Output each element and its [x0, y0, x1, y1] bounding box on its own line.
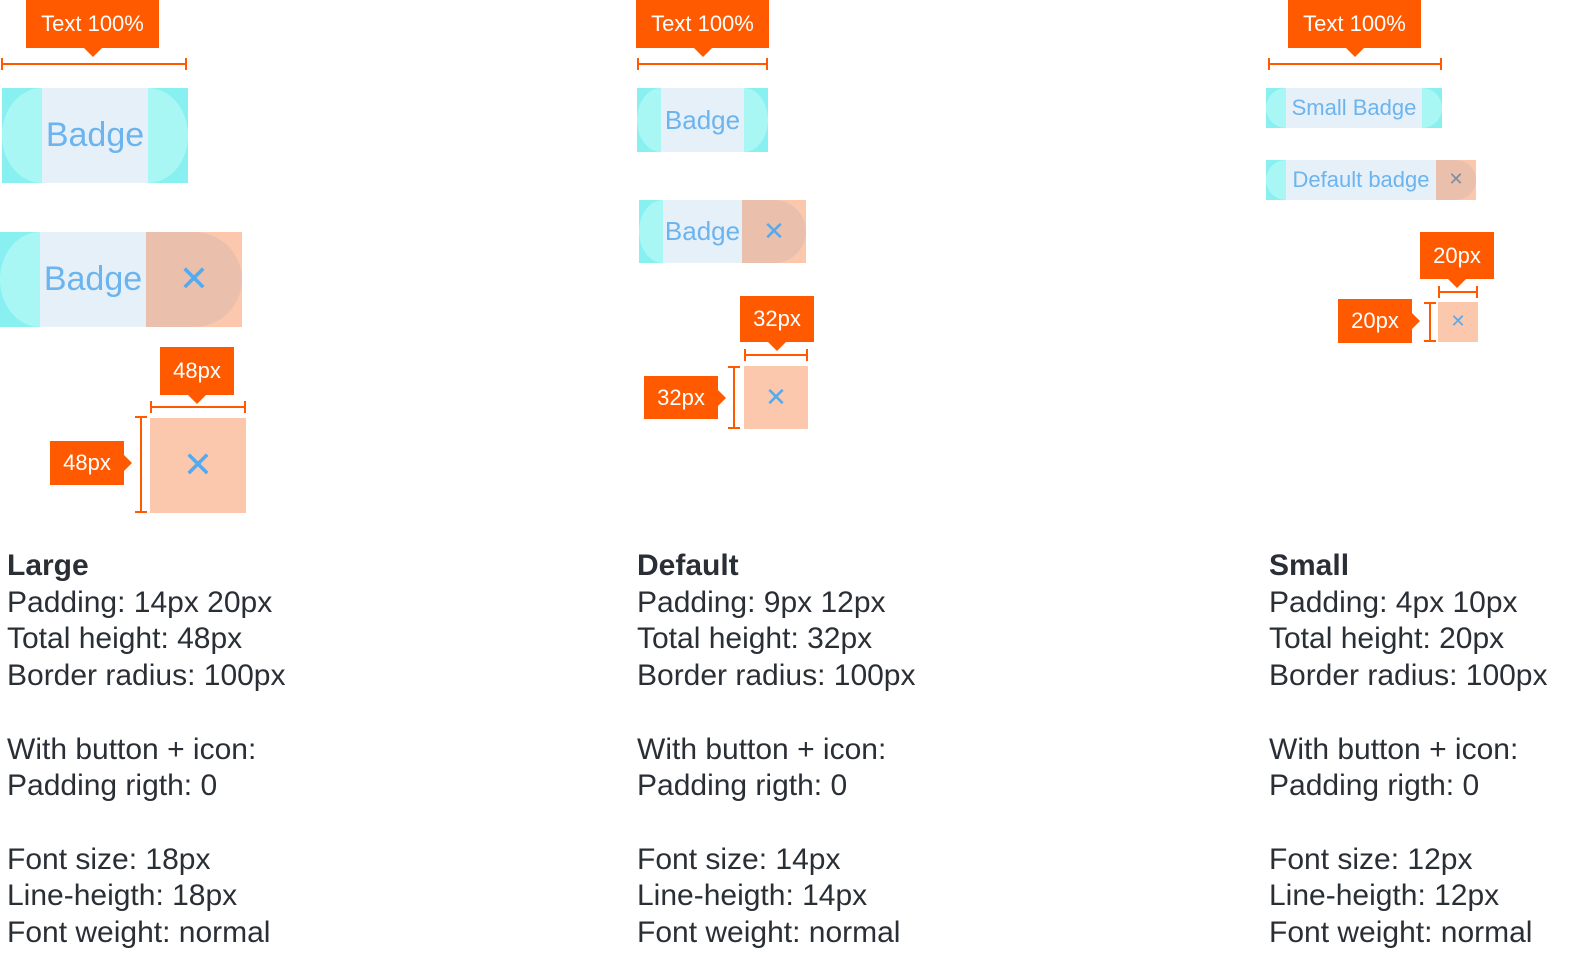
badge-label: Default badge [1286, 160, 1436, 200]
spec-padding-right: Padding rigth: 0 [1269, 769, 1480, 803]
close-icon: ✕ [765, 382, 787, 413]
close-button-sample[interactable]: ✕ [744, 366, 808, 429]
spec-border-radius: Border radius: 100px [637, 659, 916, 693]
spec-font-weight: Font weight: normal [1269, 916, 1533, 949]
close-button-sample[interactable]: ✕ [1438, 302, 1478, 342]
close-icon: ✕ [1448, 169, 1464, 190]
spec-line-height: Line-heigth: 12px [1269, 879, 1500, 913]
spec-with-button: With button + icon: [1269, 732, 1519, 766]
spec-padding: Padding: 4px 10px [1269, 585, 1518, 619]
spec-border-radius: Border radius: 100px [1269, 659, 1548, 693]
padding-left-marker [0, 232, 40, 327]
badge-label: Badge [661, 88, 744, 152]
button-height-tag: 32px [644, 376, 726, 419]
padding-left-marker [2, 88, 42, 183]
spec-with-button: With button + icon: [7, 732, 257, 766]
close-button-area[interactable]: ✕ [742, 200, 806, 263]
spec-padding: Padding: 14px 20px [7, 585, 273, 619]
spec-padding-right: Padding rigth: 0 [637, 769, 848, 803]
spec-padding-right: Padding rigth: 0 [7, 769, 218, 803]
padding-left-marker [637, 88, 661, 152]
button-width-measure [150, 401, 246, 413]
large-spec: Large Padding: 14px 20px Total height: 4… [7, 548, 286, 952]
text-width-measure [1268, 58, 1442, 70]
padding-right-marker [744, 88, 768, 152]
default-spec: Default Padding: 9px 12px Total height: … [637, 548, 916, 952]
spec-line-height: Line-heigth: 14px [637, 879, 868, 913]
badge-label: Small Badge [1286, 88, 1422, 128]
small-spec: Small Padding: 4px 10px Total height: 20… [1269, 548, 1548, 952]
spec-padding: Padding: 9px 12px [637, 585, 886, 619]
spec-total-height: Total height: 48px [7, 622, 243, 656]
close-icon: ✕ [182, 444, 214, 486]
button-width-measure [744, 349, 808, 361]
badge-label: Badge [663, 200, 742, 263]
spec-border-radius: Border radius: 100px [7, 659, 286, 693]
spec-total-height: Total height: 32px [637, 622, 873, 656]
spec-title: Small [1269, 549, 1350, 582]
padding-left-marker [1266, 88, 1286, 128]
spec-font-size: Font size: 12px [1269, 842, 1473, 876]
spec-font-size: Font size: 14px [637, 842, 841, 876]
text-width-tag: Text 100% [636, 0, 769, 57]
close-icon: ✕ [1450, 311, 1466, 332]
close-button-area[interactable]: ✕ [146, 232, 242, 327]
spec-title: Large [7, 549, 89, 582]
padding-right-marker [148, 88, 188, 183]
spec-font-weight: Font weight: normal [7, 916, 271, 949]
badge-label: Badge [40, 232, 146, 327]
padding-right-marker [1422, 88, 1442, 128]
close-icon: ✕ [763, 216, 785, 247]
button-height-tag: 48px [50, 441, 132, 485]
spec-font-weight: Font weight: normal [637, 916, 901, 949]
button-width-tag: 48px [160, 347, 234, 404]
text-width-measure [637, 58, 768, 70]
badge-label: Badge [42, 88, 148, 183]
button-height-measure [135, 416, 147, 513]
padding-left-marker [1266, 160, 1286, 200]
text-width-measure [1, 58, 187, 70]
spec-title: Default [637, 549, 739, 582]
button-height-tag: 20px [1338, 299, 1420, 343]
button-width-measure [1438, 286, 1478, 298]
spec-with-button: With button + icon: [637, 732, 887, 766]
spec-line-height: Line-heigth: 18px [7, 879, 238, 913]
button-height-measure [1424, 302, 1436, 342]
button-width-tag: 32px [740, 296, 814, 351]
close-icon: ✕ [178, 258, 210, 300]
close-button-area[interactable]: ✕ [1436, 160, 1476, 200]
text-width-tag: Text 100% [26, 0, 159, 57]
button-height-measure [728, 366, 740, 429]
spec-font-size: Font size: 18px [7, 842, 211, 876]
text-width-tag: Text 100% [1288, 0, 1421, 57]
padding-left-marker [639, 200, 663, 263]
button-width-tag: 20px [1420, 232, 1494, 288]
spec-total-height: Total height: 20px [1269, 622, 1505, 656]
close-button-sample[interactable]: ✕ [150, 418, 246, 513]
